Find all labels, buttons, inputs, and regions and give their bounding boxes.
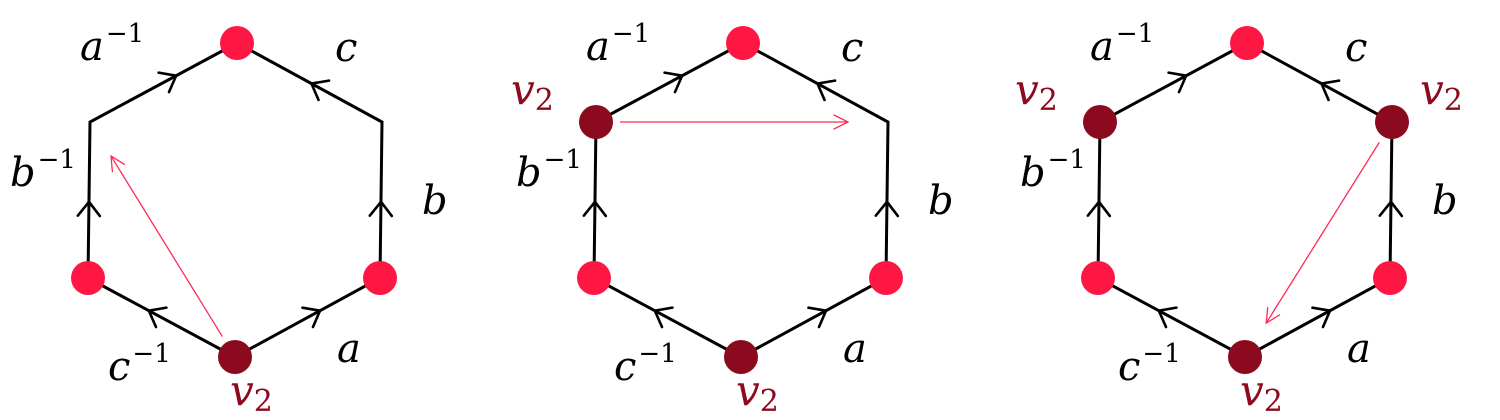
edge-b-inv-arrow [76, 200, 102, 218]
vertex-top [220, 26, 254, 60]
edge-b-inv-arrow [582, 200, 608, 218]
vertex-lower-left [577, 261, 611, 295]
edge-c-inv-arrow [147, 306, 168, 329]
vertex-label-bottom: v2 [230, 366, 273, 419]
vertex-label-upper-right: v2 [1420, 65, 1463, 118]
vertex-label-upper-left: v2 [1015, 65, 1058, 118]
hexagon-outline [1096, 41, 1394, 359]
hexagon-outline [86, 41, 384, 359]
edge-a-inv-arrow [157, 71, 178, 94]
edge-label-b-inverse: b−1 [10, 145, 76, 196]
vertex-map-arrow [110, 155, 223, 337]
vertex-bottom-v2 [1228, 340, 1262, 374]
edge-label-c: c [1345, 25, 1367, 71]
edge-b-arrow [368, 200, 394, 218]
hexagon-outline [592, 41, 890, 359]
vertex-top [1230, 26, 1264, 60]
edge-a-arrow [301, 306, 322, 329]
edge-label-c-inverse: c−1 [1118, 339, 1181, 390]
vertex-top [726, 26, 760, 60]
vertex-label-upper-left: v2 [511, 65, 554, 118]
panel-2: a b c a−1 b−1 c−1 v2 v2 [511, 19, 954, 419]
edge-label-a: a [843, 326, 867, 372]
edge-label-b: b [928, 178, 954, 224]
vertex-lower-right [363, 261, 397, 295]
vertex-upper-right-v2 [1375, 105, 1409, 139]
edge-a-arrow [807, 306, 828, 329]
edge-label-c: c [335, 25, 357, 71]
edge-a-arrow [1311, 306, 1332, 329]
edge-c-inv-arrow [653, 306, 674, 329]
edge-a-inv-arrow [663, 71, 684, 94]
edge-b-inv-arrow [1086, 200, 1112, 218]
vertex-label-bottom: v2 [1240, 366, 1283, 419]
edge-label-c: c [841, 25, 863, 71]
edge-c-inv-arrow [1157, 306, 1178, 329]
panel-1: a b c a−1 b−1 c−1 v2 [10, 19, 448, 419]
edge-label-a-inverse: a−1 [586, 19, 650, 70]
edge-label-b-inverse: b−1 [516, 145, 582, 196]
edge-c-arrow [310, 79, 331, 102]
vertex-map-arrowhead [1265, 306, 1281, 325]
vertex-upper-left-v2 [579, 105, 613, 139]
vertex-map-arrowhead [110, 154, 125, 173]
vertex-map-arrow [1265, 142, 1380, 324]
vertex-upper-left-v2 [1083, 105, 1117, 139]
edge-label-a-inverse: a−1 [80, 19, 144, 70]
edge-label-a: a [337, 326, 361, 372]
edge-a-inv-arrow [1167, 71, 1188, 94]
edge-c-arrow [816, 79, 837, 102]
panel-3: a b c a−1 b−1 c−1 v2 v2 v2 [1015, 19, 1463, 419]
vertex-lower-left [71, 261, 105, 295]
vertex-lower-right [1373, 261, 1407, 295]
edge-label-a: a [1347, 326, 1371, 372]
edge-b-arrow [1378, 200, 1404, 218]
vertex-bottom-v2 [218, 340, 252, 374]
edge-b-arrow [874, 200, 900, 218]
vertex-lower-right [869, 261, 903, 295]
edge-label-c-inverse: c−1 [108, 339, 171, 390]
vertex-label-bottom: v2 [736, 366, 779, 419]
vertex-bottom-v2 [724, 340, 758, 374]
edge-label-b: b [1432, 178, 1458, 224]
edge-c-arrow [1320, 79, 1341, 102]
edge-label-a-inverse: a−1 [1090, 19, 1154, 70]
edge-label-b: b [422, 178, 448, 224]
edge-label-c-inverse: c−1 [614, 339, 677, 390]
vertex-lower-left [1081, 261, 1115, 295]
vertex-map-arrowhead [833, 114, 850, 130]
edge-label-b-inverse: b−1 [1020, 145, 1086, 196]
